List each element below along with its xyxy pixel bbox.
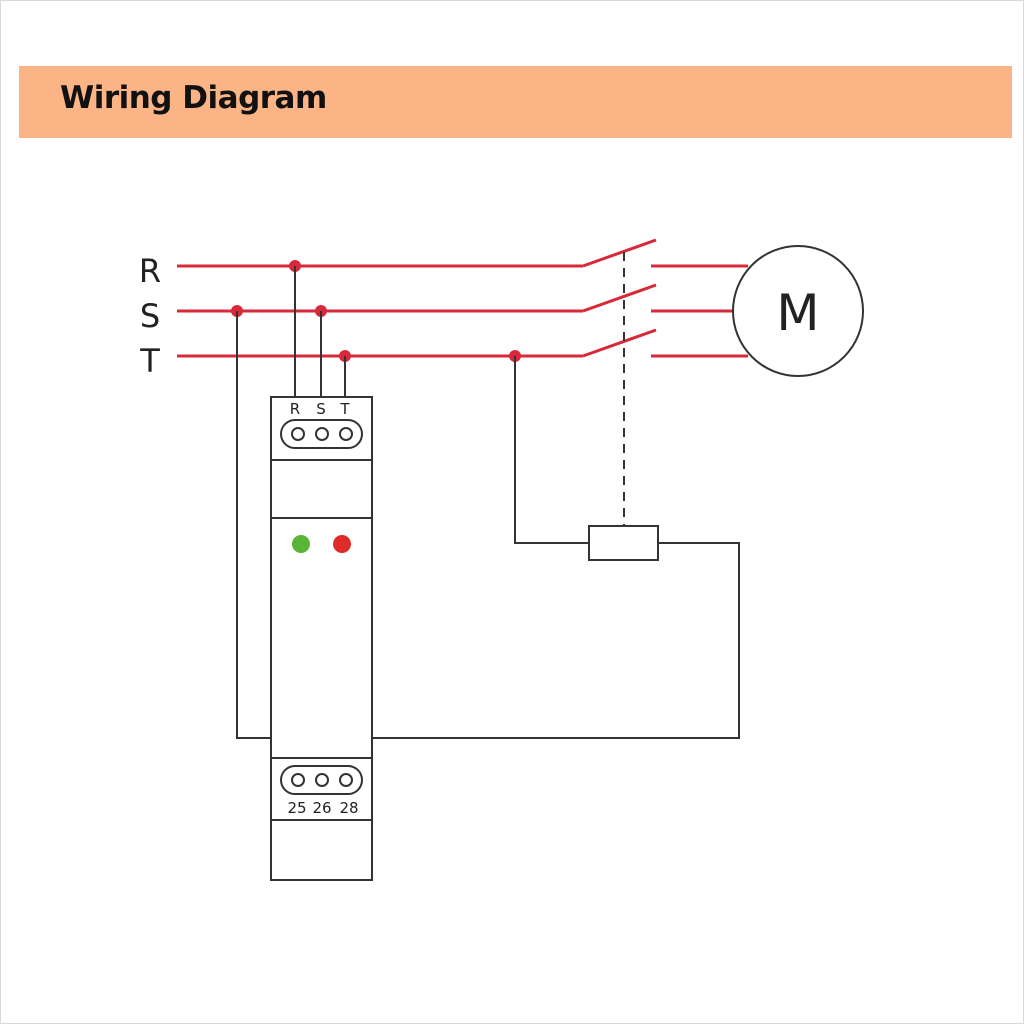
terminal-label-26: 26 — [312, 799, 331, 817]
header-banner: Wiring Diagram — [19, 66, 1012, 138]
terminal-screw — [315, 427, 329, 441]
contact-t — [582, 328, 657, 358]
wire-t-to-coil — [514, 356, 589, 544]
power-indicator-led — [292, 535, 310, 553]
terminal-screw — [339, 427, 353, 441]
phase-label-s: S — [140, 297, 160, 335]
terminal-label-r: R — [290, 400, 300, 418]
terminal-label-28: 28 — [339, 799, 358, 817]
terminal-label-s: S — [316, 400, 326, 418]
fault-indicator-led — [333, 535, 351, 553]
motor-symbol — [732, 245, 864, 377]
terminal-label-25: 25 — [287, 799, 306, 817]
contactor-coil — [588, 525, 659, 561]
page-title: Wiring Diagram — [60, 80, 327, 116]
relay-body — [270, 396, 373, 881]
phase-relay: R S T 25 26 28 — [270, 396, 373, 881]
contact-r — [582, 238, 657, 268]
wire-28-to-coil — [344, 542, 740, 758]
contact-s — [582, 283, 657, 313]
terminal-screw — [339, 773, 353, 787]
phase-lines — [177, 238, 748, 358]
terminal-label-t: T — [339, 400, 350, 418]
phase-label-r: R — [139, 252, 161, 290]
terminal-screw — [291, 427, 305, 441]
terminal-screw — [291, 773, 305, 787]
motor-label: M — [776, 284, 819, 342]
phase-label-t: T — [139, 342, 160, 380]
terminal-screw — [315, 773, 329, 787]
